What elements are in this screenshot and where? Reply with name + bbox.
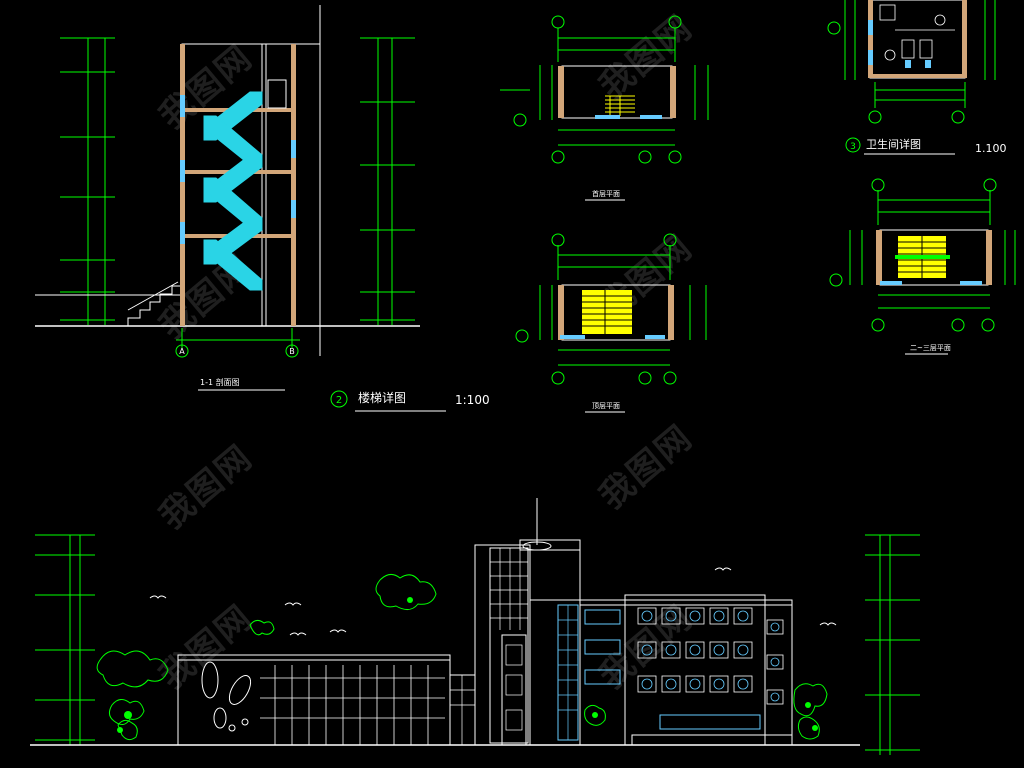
axis-label: A bbox=[179, 347, 185, 356]
caption-plan-bottom: 顶层平面 bbox=[592, 402, 620, 410]
caption-plan-top: 首层平面 bbox=[592, 189, 620, 198]
section-title-stair: 2 楼梯详图 1:100 bbox=[330, 390, 490, 412]
caption-stair-section: 1-1 剖面图 bbox=[200, 377, 240, 387]
toilet-number: 3 bbox=[850, 142, 856, 152]
stair-plan-typical: 二~三层平面 bbox=[829, 178, 1016, 355]
axis-label: B bbox=[289, 347, 295, 356]
toilet-plan: 3 卫生间详图 1.100 bbox=[827, 0, 1007, 155]
section-title: 楼梯详图 bbox=[358, 390, 406, 405]
window-grid bbox=[637, 607, 784, 705]
caption-plan-right: 二~三层平面 bbox=[910, 344, 951, 352]
building-elevation bbox=[30, 498, 920, 755]
bird-decoration bbox=[149, 567, 837, 636]
toilet-scale: 1.100 bbox=[975, 142, 1007, 155]
section-number: 2 bbox=[336, 395, 342, 406]
stair-plan-ground: 首层平面 bbox=[500, 15, 709, 201]
section-scale: 1:100 bbox=[455, 393, 490, 407]
stair-plan-top-floor: 顶层平面 bbox=[515, 233, 707, 413]
stair-section-drawing: A B 1-1 剖面图 bbox=[35, 5, 420, 391]
toilet-title: 卫生间详图 bbox=[866, 137, 921, 151]
tree-decoration bbox=[96, 574, 828, 741]
